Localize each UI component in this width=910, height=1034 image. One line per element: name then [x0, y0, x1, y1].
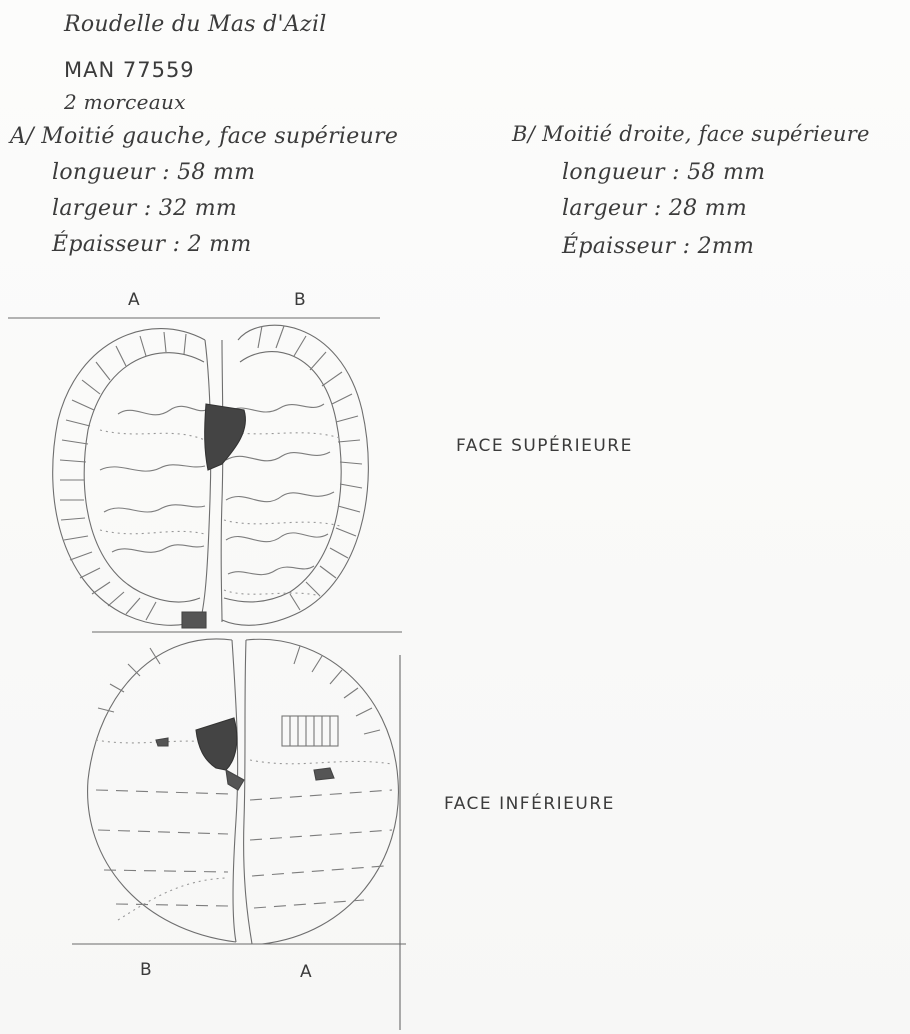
top-disc — [52, 324, 369, 629]
bottom-disc-shaded-hole-right — [313, 767, 335, 781]
top-marker-left: A — [128, 290, 140, 310]
bottom-view-caption: FACE INFÉRIEURE — [444, 794, 615, 814]
piece-a-heading: A/ Moitié gauche, face supérieure — [10, 124, 399, 149]
piece-b-heading: B/ Moitié droite, face supérieure — [512, 122, 870, 146]
bottom-marker-left: B — [140, 960, 152, 980]
bottom-marker-right: A — [300, 962, 312, 982]
pieces-count: 2 morceaux — [64, 90, 186, 114]
bottom-disc-hatched-patch — [281, 715, 339, 747]
top-disc-half-b-outline — [221, 324, 369, 626]
top-marker-right: B — [294, 290, 306, 310]
piece-a-width: largeur : 32 mm — [52, 196, 238, 221]
bottom-disc-shaded-hole-left — [155, 737, 169, 747]
bottom-disc-central-crack — [231, 639, 239, 943]
top-view-caption: FACE SUPÉRIEURE — [456, 436, 633, 456]
piece-a-length: longueur : 58 mm — [52, 160, 256, 185]
top-disc-central-crack — [199, 339, 212, 623]
bottom-disc — [87, 638, 399, 945]
bottom-disc-half-b-outline — [87, 638, 237, 943]
piece-b-width: largeur : 28 mm — [562, 196, 748, 221]
bottom-disc-half-a-outline — [245, 638, 399, 945]
bottom-disc-shaded-hole-center — [195, 717, 238, 771]
inventory-number: MAN 77559 — [64, 58, 195, 82]
top-disc-half-a-outline — [52, 328, 206, 626]
top-disc-shaded-hole — [204, 403, 246, 471]
piece-a-thickness: Épaisseur : 2 mm — [52, 232, 252, 257]
object-title: Roudelle du Mas d'Azil — [64, 12, 327, 37]
piece-b-thickness: Épaisseur : 2mm — [562, 234, 755, 259]
top-disc-half-a-inner-rim — [83, 352, 205, 603]
top-disc-half-b-inner-rim — [223, 351, 342, 603]
piece-b-length: longueur : 58 mm — [562, 160, 766, 185]
